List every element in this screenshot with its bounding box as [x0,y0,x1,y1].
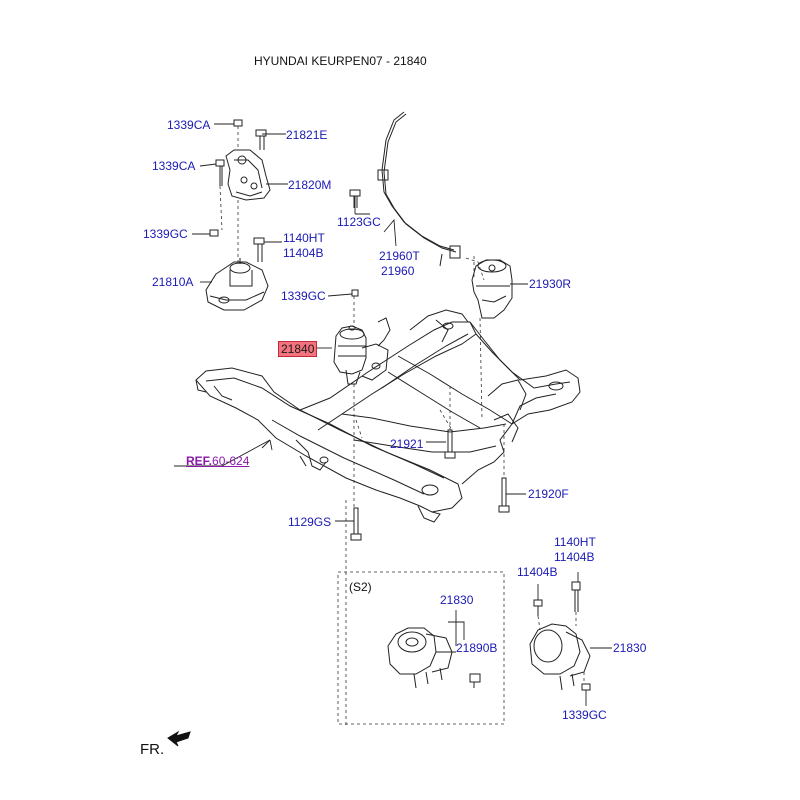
variant-s2-box [337,571,505,725]
label-1129gs[interactable]: 1129GS [288,515,332,529]
label-1339gc-center[interactable]: 1339GC [281,289,326,303]
label-21960t[interactable]: 21960T [379,249,420,263]
label-1140ht-left[interactable]: 1140HT [283,231,325,245]
bracket-21820m-drawing [225,149,271,201]
subframe-drawing [195,309,581,523]
label-1339gc-left[interactable]: 1339GC [143,227,188,241]
bolts-vertical-drawing [350,429,510,541]
label-21920f[interactable]: 21920F [528,487,569,501]
label-11404b-left[interactable]: 11404B [283,246,324,260]
label-1339gc-bottom[interactable]: 1339GC [562,708,607,722]
diagram-title: HYUNDAI KEURPEN07 - 21840 [254,54,427,68]
bolt-1123gc-drawing [349,189,361,208]
highlighted-part-label[interactable]: 21840 [278,341,318,357]
variant-s2-label: (S2) [349,580,372,594]
label-21821e[interactable]: 21821E [286,128,328,142]
label-21830-box[interactable]: 21830 [440,593,474,607]
label-11404b-right-2[interactable]: 11404B [517,565,558,579]
label-21930r[interactable]: 21930R [529,277,572,291]
fasteners-top-left-drawing [209,119,267,262]
label-1123gc[interactable]: 1123GC [337,215,381,229]
label-21810a[interactable]: 21810A [152,275,194,289]
mount-21930r-drawing [471,259,513,319]
label-21830-right[interactable]: 21830 [613,641,647,655]
leader-lines [174,123,612,706]
nut-1339gc-center-drawing [351,289,359,297]
reference-number: 60-624 [212,454,250,468]
label-1339ca-top[interactable]: 1339CA [167,118,211,132]
label-21921[interactable]: 21921 [390,437,424,451]
label-21890b[interactable]: 21890B [456,641,498,655]
mount-21810a-drawing [205,258,269,311]
reference-link[interactable]: REF.60-624 [186,454,249,468]
mount-21830-s2-drawing [387,627,481,689]
label-21960[interactable]: 21960 [381,264,415,278]
cable-21960-drawing [377,111,461,267]
mount-21840-drawing [333,317,391,385]
dashed-center-lines [219,126,585,726]
reference-prefix: REF. [186,454,213,468]
label-1140ht-right[interactable]: 1140HT [554,535,596,549]
front-arrow-icon [167,730,191,747]
label-1339ca-mid[interactable]: 1339CA [152,159,196,173]
front-direction-label: FR. [140,741,165,758]
mount-21830-right-drawing [529,581,591,691]
label-11404b-right[interactable]: 11404B [554,550,595,564]
label-21820m[interactable]: 21820M [288,178,332,192]
